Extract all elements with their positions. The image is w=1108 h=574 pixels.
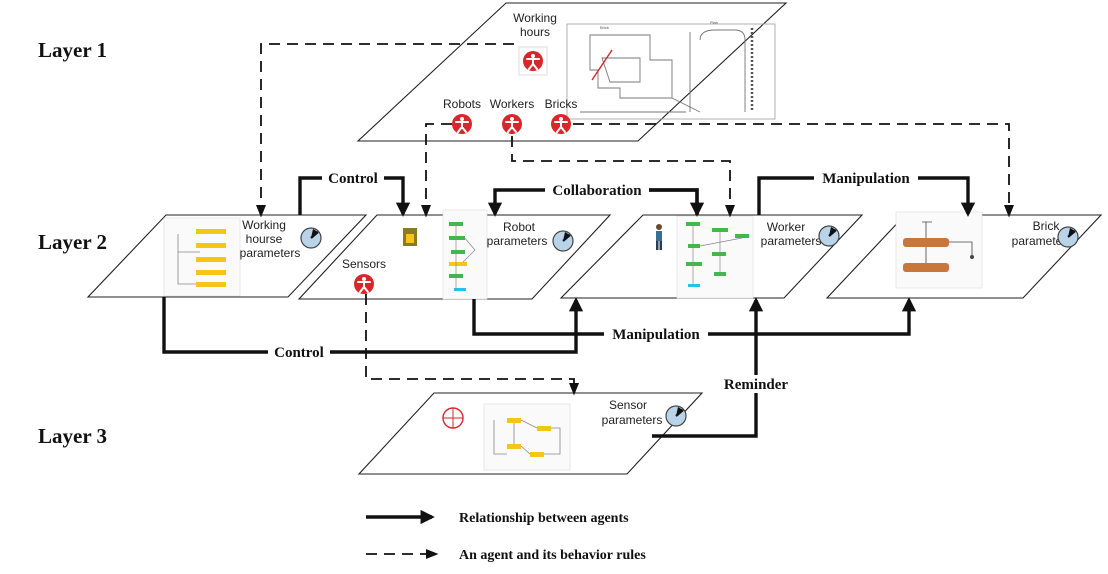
- layer-3-label: Layer 3: [38, 424, 107, 448]
- reminder-arrow: [652, 297, 764, 438]
- robots-to-plane-arrow: [420, 123, 452, 218]
- working-hours-to-plane-arrow: [255, 43, 514, 218]
- reminder-label: Reminder: [724, 377, 788, 393]
- bricks-to-plane-arrow: [573, 123, 1015, 218]
- brick-statechart: [895, 211, 983, 289]
- robots-agent-icon: [451, 113, 473, 135]
- brick-gauge-icon: [1056, 225, 1080, 249]
- working-hourse-gauge-icon: [299, 226, 323, 250]
- sensor-parameters-label-1: Sensor: [609, 398, 647, 412]
- working-hourse-plane: Working hourse parameters: [86, 214, 368, 298]
- svg-text:Brick: Brick: [600, 25, 609, 30]
- brick-parameters-label-2: parameters: [1012, 234, 1073, 248]
- workers-to-plane-arrow: [511, 136, 736, 218]
- robot-statechart: [442, 209, 488, 300]
- layer-2-label: Layer 2: [38, 230, 107, 254]
- dashed-connectors: [255, 43, 1015, 396]
- worker-parameters-label-1: Worker: [767, 220, 805, 234]
- legend-solid-label: Relationship between agents: [459, 511, 629, 526]
- working-hours-label-2: hours: [520, 25, 550, 39]
- working-hourse-label-2: hourse: [246, 232, 283, 246]
- collaboration-label: Collaboration: [552, 183, 642, 199]
- manipulation-mid-label: Manipulation: [612, 327, 700, 343]
- working-hourse-flowchart: [163, 217, 241, 297]
- robot-gauge-icon: [551, 229, 575, 253]
- working-hourse-label-1: Working: [242, 218, 286, 232]
- worker-image: [656, 224, 662, 250]
- worker-statechart: [676, 215, 754, 299]
- workers-label: Workers: [490, 97, 534, 111]
- sensor-gauge-icon: [664, 404, 688, 428]
- robot-parameters-plane: Robot parameters Sensors: [297, 209, 612, 300]
- site-floor-plan: Brick Plan: [566, 20, 776, 120]
- bricks-agent-icon: [550, 113, 572, 135]
- svg-text:Plan: Plan: [710, 20, 718, 25]
- layer-1-plane: Brick Plan Working hours Robots Workers …: [356, 2, 788, 142]
- layer-1-label: Layer 1: [38, 38, 107, 62]
- control-bottom-label: Control: [274, 345, 324, 361]
- sensors-to-plane-arrow: [365, 294, 580, 396]
- control-bottom-arrow: [162, 297, 584, 354]
- bricks-label: Bricks: [545, 97, 578, 111]
- worker-parameters-plane: Worker parameters: [559, 214, 864, 299]
- sensors-agent-icon: [353, 273, 375, 295]
- working-hourse-label-3: parameters: [240, 246, 301, 260]
- manipulation-top-label: Manipulation: [822, 171, 910, 187]
- sensor-image: [442, 407, 464, 429]
- control-top-label: Control: [328, 171, 378, 187]
- sensor-statechart: [483, 403, 571, 471]
- workers-agent-icon: [501, 113, 523, 135]
- robot-parameters-label-1: Robot: [503, 220, 536, 234]
- robot-image: [403, 228, 417, 246]
- worker-parameters-label-2: parameters: [761, 234, 822, 248]
- legend-dashed-label: An agent and its behavior rules: [459, 548, 646, 563]
- brick-parameters-label-1: Brick: [1033, 219, 1061, 233]
- sensors-label: Sensors: [342, 257, 386, 271]
- brick-parameters-plane: Brick parameters: [825, 211, 1103, 299]
- working-hours-label-1: Working: [513, 11, 557, 25]
- sensor-parameters-plane: Sensor parameters: [357, 392, 704, 475]
- worker-gauge-icon: [817, 224, 841, 248]
- robot-parameters-label-2: parameters: [487, 234, 548, 248]
- legend: Relationship between agents An agent and…: [366, 509, 646, 563]
- robots-label: Robots: [443, 97, 481, 111]
- sensor-parameters-label-2: parameters: [602, 413, 663, 427]
- working-hours-agent-icon: [518, 46, 548, 76]
